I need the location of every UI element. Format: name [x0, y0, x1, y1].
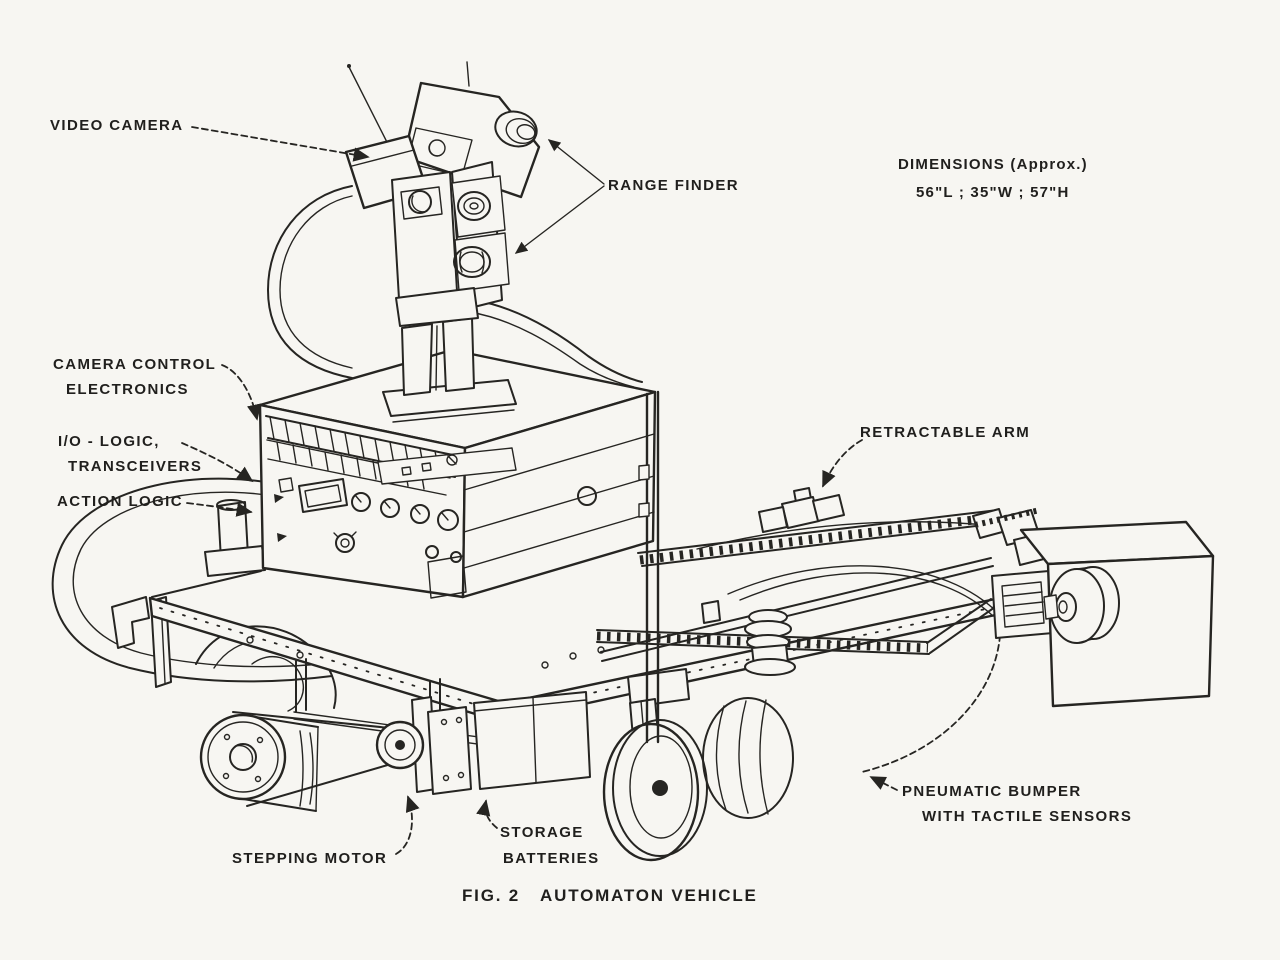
leader-lines	[181, 126, 898, 855]
stepping-motor-assembly	[199, 696, 472, 812]
label-storage-batteries-line1: STORAGE	[500, 824, 584, 841]
camera-mast	[382, 299, 643, 423]
figure-caption-title: AUTOMATON VEHICLE	[540, 886, 758, 905]
label-camera-control-line1: CAMERA CONTROL	[53, 356, 217, 373]
caster-wheels	[602, 668, 794, 862]
figure-caption: FIG. 2 AUTOMATON VEHICLE	[462, 886, 758, 906]
label-camera-control-line2: ELECTRONICS	[66, 381, 189, 398]
label-action-logic: ACTION LOGIC	[57, 493, 183, 510]
retractable-arm-assembly	[596, 487, 1064, 676]
label-pneumatic-bumper-line2: WITH TACTILE SENSORS	[922, 808, 1133, 825]
right-end-box	[1019, 520, 1215, 708]
label-stepping-motor: STEPPING MOTOR	[232, 850, 388, 867]
label-io-logic-line1: I/O - LOGIC,	[58, 433, 160, 450]
label-storage-batteries-line2: BATTERIES	[503, 850, 600, 867]
label-video-camera: VIDEO CAMERA	[50, 117, 184, 134]
label-range-finder: RANGE FINDER	[608, 177, 739, 194]
camera-head	[267, 61, 541, 379]
storage-battery-box	[473, 691, 591, 790]
label-dimensions-title: DIMENSIONS (Approx.)	[898, 156, 1088, 173]
label-dimensions-values: 56"L ; 35"W ; 57"H	[916, 184, 1070, 201]
label-io-logic-line2: TRANSCEIVERS	[68, 458, 203, 475]
figure-caption-number: FIG. 2	[462, 886, 521, 905]
label-pneumatic-bumper-line1: PNEUMATIC BUMPER	[902, 783, 1082, 800]
label-retractable-arm: RETRACTABLE ARM	[860, 424, 1031, 441]
